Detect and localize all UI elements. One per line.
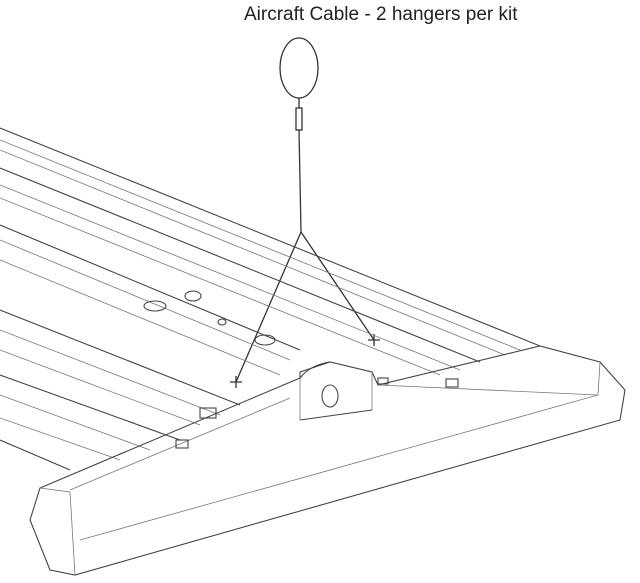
cable-loop (279, 37, 319, 99)
cable-leg-left (235, 231, 302, 383)
cable-crimp (295, 107, 303, 131)
fixture-body (0, 127, 626, 576)
cable-main (298, 129, 302, 233)
aircraft-cable (230, 37, 380, 388)
hook-left (230, 376, 242, 388)
hook-right (368, 334, 380, 346)
bracket (299, 361, 373, 421)
end-cap (29, 345, 626, 576)
diagram-caption: Aircraft Cable - 2 hangers per kit (244, 4, 518, 25)
cable-leg-right (300, 231, 375, 341)
bracket-hole (321, 384, 339, 408)
